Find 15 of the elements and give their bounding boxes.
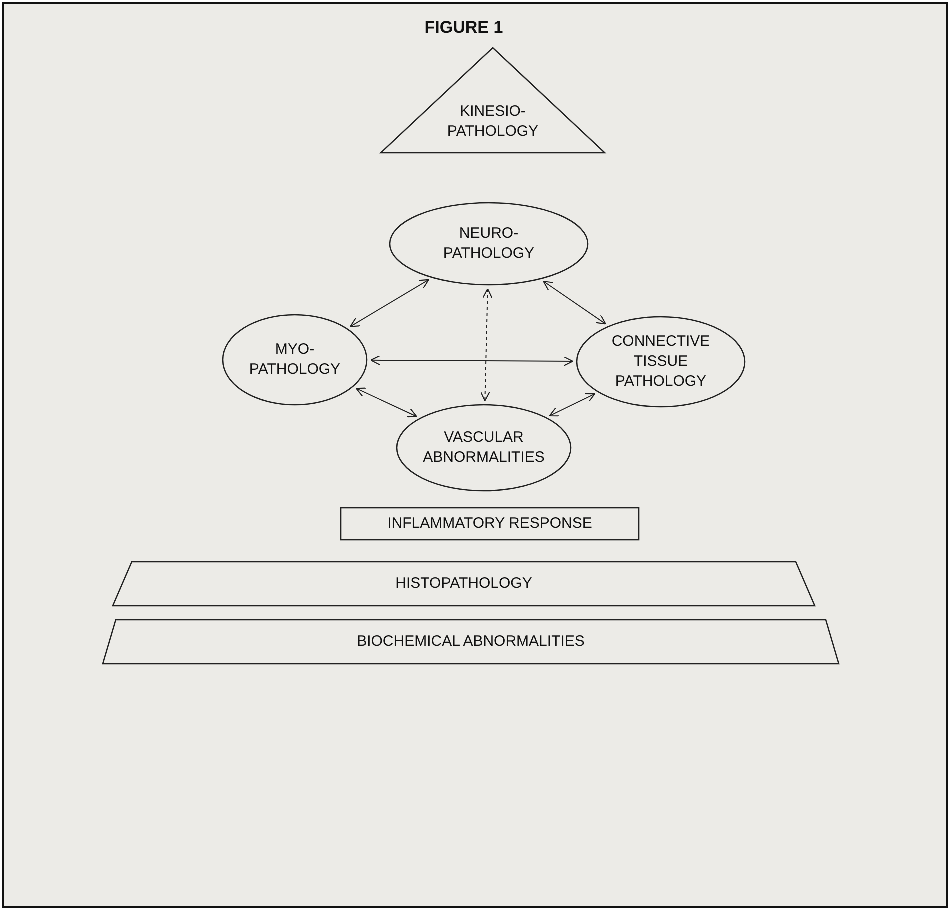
node-label: CONNECTIVE TISSUE PATHOLOGY xyxy=(610,332,712,392)
double-arrow xyxy=(480,288,493,402)
node-label: MYO- PATHOLOGY xyxy=(248,340,342,380)
double-arrow xyxy=(356,388,418,418)
double-arrow xyxy=(350,279,430,328)
double-arrow xyxy=(549,393,596,417)
figure-title: FIGURE 1 xyxy=(424,18,504,38)
node-label: NEURO- PATHOLOGY xyxy=(442,224,536,264)
node-label: KINESIO- PATHOLOGY xyxy=(446,102,540,142)
node-label: VASCULAR ABNORMALITIES xyxy=(422,428,546,468)
node-label: HISTOPATHOLOGY xyxy=(396,574,532,594)
double-arrow xyxy=(370,355,574,366)
node-label: BIOCHEMICAL ABNORMALITIES xyxy=(357,632,585,652)
node-label: INFLAMMATORY RESPONSE xyxy=(388,514,592,534)
double-arrow xyxy=(543,280,606,325)
